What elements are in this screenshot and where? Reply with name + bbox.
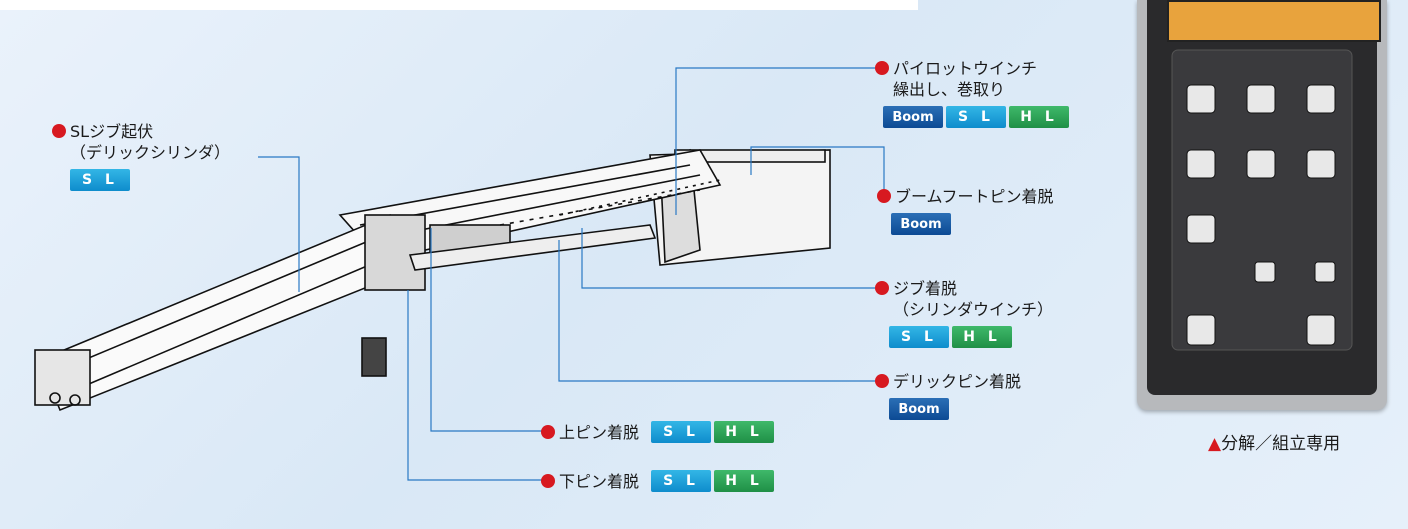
badge-group: S L H L <box>651 470 775 492</box>
remote-controller-image <box>1137 0 1387 410</box>
caption-text: 分解／組立専用 <box>1221 434 1341 454</box>
leader-boom-foot-pin <box>750 146 885 196</box>
red-dot-icon <box>541 425 555 439</box>
badge-group: S L H L <box>651 421 775 443</box>
triangle-marker-icon: ▲ <box>1208 434 1222 454</box>
label-derrick-pin: デリックピン着脱 Boom <box>875 371 1021 420</box>
hl-badge: H L <box>952 326 1012 348</box>
remote-face <box>1147 0 1381 395</box>
label-text: 上ピン着脱 <box>559 422 640 442</box>
top-white-bar <box>0 0 918 10</box>
badge-group: S L <box>70 169 230 191</box>
leader-derrick-pin <box>558 240 875 382</box>
leader-pilot-winch <box>675 67 875 215</box>
leader-jib-attach <box>581 228 875 289</box>
label-subtext: （シリンダウインチ） <box>893 300 1054 319</box>
badge-group: S L H L <box>889 326 1053 348</box>
boom-drawing <box>34 148 831 412</box>
hl-badge: H L <box>714 421 775 443</box>
red-dot-icon <box>875 374 889 388</box>
leader-upper-pin <box>430 228 543 432</box>
label-text: ジブ着脱 <box>893 279 958 298</box>
label-subtext: 繰出し、巻取り <box>893 80 1006 99</box>
label-subtext: （デリックシリンダ） <box>70 143 231 162</box>
leader-lower-pin <box>407 290 543 481</box>
label-text: デリックピン着脱 <box>893 372 1022 391</box>
label-sl-jib-derrick: SLジブ起伏 （デリックシリンダ） S L <box>52 121 230 191</box>
label-jib-attach: ジブ着脱 （シリンダウインチ） S L H L <box>875 278 1053 348</box>
sl-badge: S L <box>70 169 130 191</box>
label-text: パイロットウインチ <box>893 59 1038 78</box>
badge-group: Boom <box>889 398 1021 420</box>
red-dot-icon <box>875 281 889 295</box>
label-upper-pin: 上ピン着脱 S L H L <box>541 421 775 443</box>
label-text: ブームフートピン着脱 <box>895 187 1054 206</box>
label-boom-foot-pin: ブームフートピン着脱 Boom <box>877 186 1054 235</box>
boom-badge: Boom <box>889 398 949 420</box>
sl-badge: S L <box>651 470 712 492</box>
label-text: 下ピン着脱 <box>559 471 640 491</box>
badge-group: Boom S L H L <box>883 106 1069 128</box>
red-dot-icon <box>875 61 889 75</box>
red-dot-icon <box>877 189 891 203</box>
hl-badge: H L <box>714 470 775 492</box>
sl-badge: S L <box>889 326 949 348</box>
red-dot-icon <box>541 474 555 488</box>
label-lower-pin: 下ピン着脱 S L H L <box>541 470 775 492</box>
boom-badge: Boom <box>883 106 943 128</box>
remote-buttons-icon <box>1171 49 1353 351</box>
leader-sl-jib-derrick <box>258 156 300 292</box>
label-pilot-winch: パイロットウインチ 繰出し、巻取り Boom S L H L <box>875 58 1069 128</box>
hl-badge: H L <box>1009 106 1069 128</box>
remote-caption: ▲分解／組立専用 <box>1208 429 1340 454</box>
red-dot-icon <box>52 124 66 138</box>
remote-display <box>1167 0 1381 42</box>
leader-lines <box>258 67 885 481</box>
badge-group: Boom <box>891 213 1054 235</box>
boom-badge: Boom <box>891 213 951 235</box>
label-text: SLジブ起伏 <box>70 122 154 141</box>
sl-badge: S L <box>651 421 712 443</box>
sl-badge: S L <box>946 106 1006 128</box>
